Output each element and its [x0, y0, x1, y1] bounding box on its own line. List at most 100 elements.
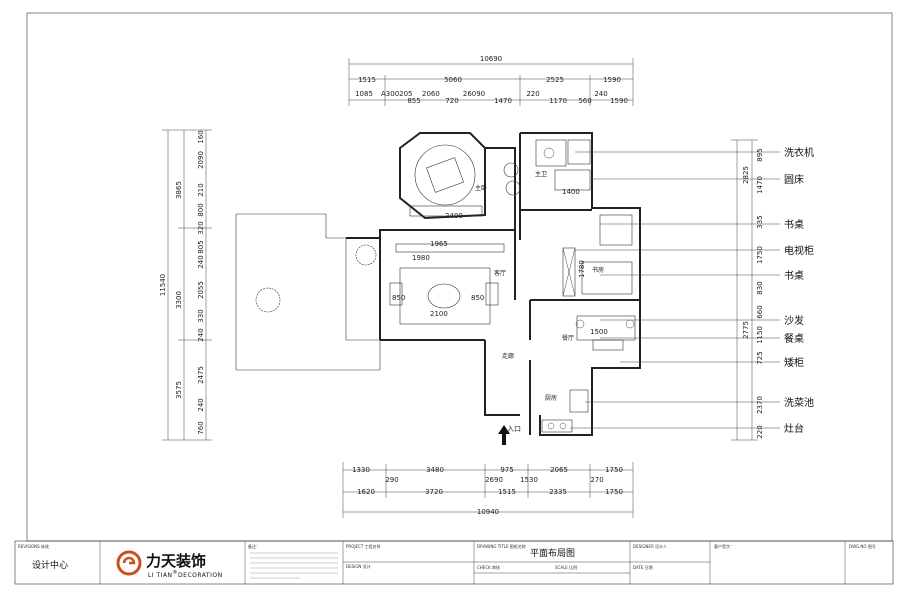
dim-top-r3-4: 1470: [494, 97, 512, 105]
legend-low-cabinet: 矮柜: [784, 356, 804, 369]
inner-dim-9: 1500: [590, 328, 608, 336]
dim-left-total: 11540: [159, 274, 167, 296]
dim-right-11: 2370: [756, 396, 764, 414]
inner-dim-6: 850: [471, 294, 484, 302]
dim-right-4: 335: [756, 215, 764, 228]
inner-dim-7: 1400: [562, 188, 580, 196]
dim-top-r3-6: 1170: [549, 97, 567, 105]
inner-dim-1: 2400: [445, 212, 463, 220]
dim-top-r3-overlap-a: A300205: [381, 90, 413, 98]
dim-left-i1: 160: [197, 130, 205, 143]
dim-left-i10: 240: [197, 328, 205, 341]
dim-left-i6: 805: [197, 240, 205, 253]
tb-designer-label: DESIGNER 设计人: [633, 543, 667, 549]
dim-bot-r1-1: 1330: [352, 466, 370, 474]
dim-top-r3-1: 1085: [355, 90, 373, 98]
dim-bot-r1-5: 2690: [485, 476, 503, 484]
tb-drawing-title: 平面布局图: [530, 547, 575, 559]
dim-left-i9: 330: [197, 309, 205, 322]
dim-right-2: 1470: [756, 176, 764, 194]
dim-top-total: 10690: [480, 55, 502, 63]
tb-dwg-label: DWG.NO 图号: [849, 543, 876, 549]
legend-washing-machine: 洗衣机: [784, 146, 814, 159]
entrance-arrow-icon: [498, 425, 510, 445]
dim-bot-total: 10940: [477, 508, 499, 516]
tb-notes-label: 备注：: [248, 543, 260, 549]
legend-dining-table: 餐桌: [784, 332, 804, 345]
dim-bot-r2-3: 1515: [498, 488, 516, 496]
dim-bot-r1-8: 270: [590, 476, 603, 484]
dim-bot-r2-5: 1750: [605, 488, 623, 496]
inner-dimensions: 2400 1965 1980 2100 850 850 1400 1780 15…: [392, 188, 608, 336]
dim-top-r2-1: 1515: [358, 76, 376, 84]
dim-left-o2: 3300: [175, 291, 183, 309]
right-dimensions: 895 1470 2825 335 1750 830 660 1150 2775…: [731, 139, 764, 441]
legend-round-bed: 圆床: [784, 173, 804, 186]
dim-left-i5: 320: [197, 221, 205, 234]
dim-bot-r1-4: 975: [500, 466, 513, 474]
inner-dim-2: 1965: [430, 240, 448, 248]
dim-bot-r1-6: 1530: [520, 476, 538, 484]
room-master-bath: 主卫: [535, 170, 547, 178]
dim-top-r2-4: 1590: [603, 76, 621, 84]
room-study: 书房: [592, 266, 604, 274]
dim-left-i3: 210: [197, 183, 205, 196]
logo-en-post: DECORATION: [178, 572, 223, 579]
dim-left-i8: 2055: [197, 281, 205, 299]
dim-left-i12: 240: [197, 398, 205, 411]
dim-bot-r1-7: 2065: [550, 466, 568, 474]
logo-en-pre: LI TIAN: [148, 572, 173, 579]
dim-right-5: 1750: [756, 246, 764, 264]
dim-left-i11: 2475: [197, 366, 205, 384]
tb-project-label: PROJECT 工程名称: [346, 543, 381, 549]
dim-bot-r2-1: 1620: [357, 488, 375, 496]
legend-sink: 洗菜池: [784, 396, 814, 409]
dim-right-12: 220: [756, 425, 764, 438]
legend-desk-1: 书桌: [784, 218, 804, 231]
left-dimensions: 11540 3865 3300 3575 160 2090 210 800 32…: [159, 129, 212, 441]
tb-design-label: DESIGN 设计: [346, 563, 371, 569]
dim-left-i13: 760: [197, 421, 205, 434]
dim-top-r2-3: 2525: [546, 76, 564, 84]
dim-top-r3-3: 720: [445, 97, 458, 105]
dim-bot-r2-4: 2335: [549, 488, 567, 496]
dim-top-r3-overlap-b: 2060: [422, 90, 440, 98]
dim-top-r2-2: 5060: [444, 76, 462, 84]
tb-client-label: 客户签字：: [714, 543, 734, 549]
logo-english-name: LI TIAN®DECORATION: [148, 569, 223, 579]
dim-right-3: 2825: [742, 166, 750, 184]
dim-bot-r1-3: 3480: [426, 466, 444, 474]
tb-design-center: 设计中心: [32, 559, 68, 571]
legend-sofa: 沙发: [784, 314, 804, 327]
dim-right-6: 830: [756, 281, 764, 294]
drawing-frame: [26, 12, 893, 542]
tb-notes-text: [250, 552, 338, 579]
walls: [235, 132, 641, 436]
dim-left-i4: 800: [197, 203, 205, 216]
top-dimensions: 10690 1515 5060 2525 1590 1085 A300205 8…: [348, 55, 634, 106]
inner-dim-3: 1980: [412, 254, 430, 262]
room-labels: 主卧 主卫 客厅 书房 餐厅 走廊 厨房 入口: [475, 170, 604, 445]
dim-top-r3-5: 220: [526, 90, 539, 98]
room-kitchen: 厨房: [545, 394, 557, 402]
room-master-bedroom: 主卧: [475, 184, 487, 192]
legend-stove: 灶台: [784, 422, 804, 435]
tb-revision: REVISIONS 修改: [18, 543, 49, 549]
dim-right-8: 1150: [756, 326, 764, 344]
dim-right-9: 2775: [742, 321, 750, 339]
dim-bot-r1-2: 290: [385, 476, 398, 484]
dim-bot-r1-9: 1750: [605, 466, 623, 474]
dim-left-o1: 3865: [175, 181, 183, 199]
dim-right-10: 725: [756, 351, 764, 364]
bottom-dimensions: 1330 290 3480 975 2690 1530 2065 270 175…: [342, 462, 634, 518]
room-dining: 餐厅: [562, 334, 574, 342]
logo-reg-mark: ®: [173, 569, 179, 576]
inner-dim-5: 850: [392, 294, 405, 302]
dim-right-7: 660: [756, 305, 764, 318]
dim-top-r3-9: 1590: [610, 97, 628, 105]
room-living: 客厅: [494, 269, 506, 277]
dim-right-1: 895: [756, 148, 764, 161]
dim-top-r3-overlap-c: 26090: [463, 90, 485, 98]
inner-dim-4: 2100: [430, 310, 448, 318]
